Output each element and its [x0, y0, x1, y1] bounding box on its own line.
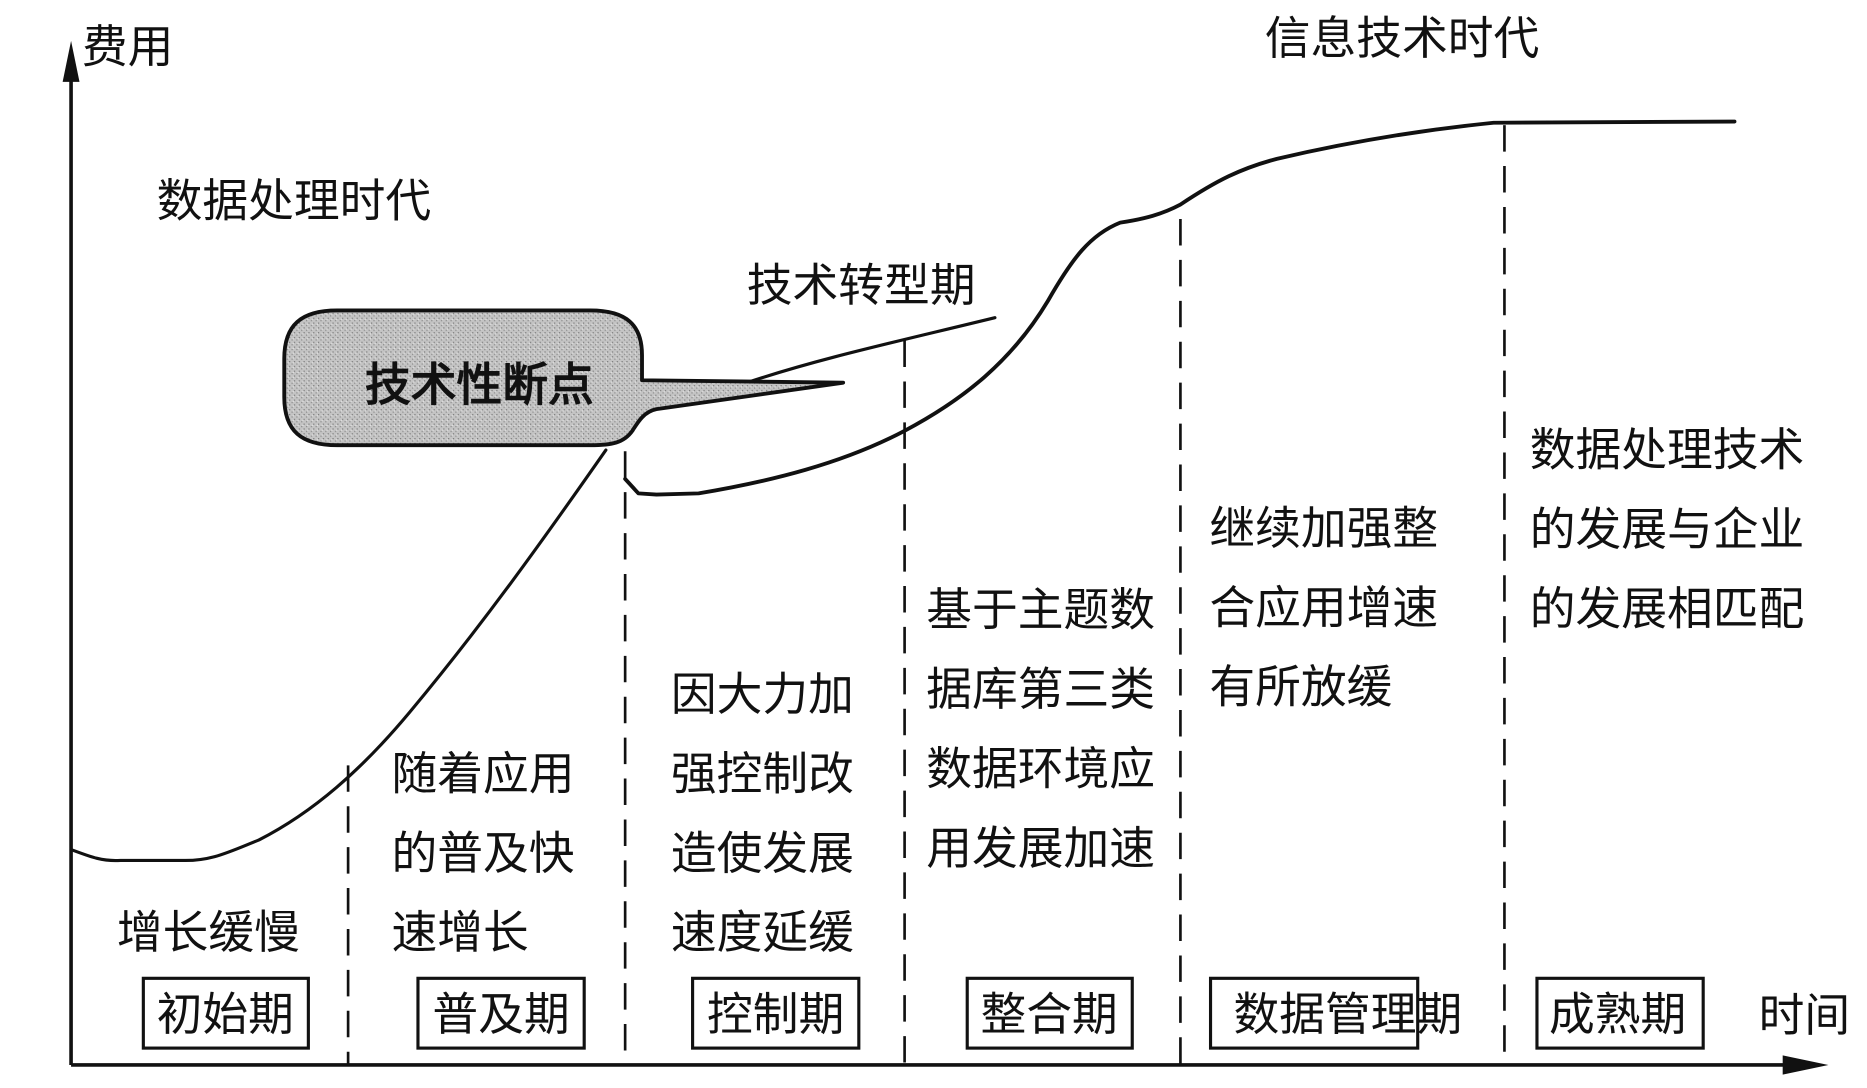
- phase-description-line: 基于主题数: [926, 584, 1155, 637]
- phase-description: 继续加强整合应用增速有所放缓: [1209, 502, 1438, 714]
- phase-name-boxes: 初始期 普及期 控制期 整合期 数据管理期 成熟期: [141, 976, 1705, 1050]
- phase-description: 因大力加强控制改造使发展速度延缓: [671, 668, 854, 959]
- phase-name: 初始期: [157, 988, 294, 1041]
- y-axis: [62, 40, 80, 1065]
- information-technology-cost-curve: [623, 119, 1737, 497]
- transition-upper-line: [745, 316, 997, 385]
- x-axis: [71, 1055, 1829, 1075]
- phase-description: 数据处理技术的发展与企业的发展相匹配: [1530, 424, 1805, 636]
- phase-box-initiation: 初始期: [141, 976, 310, 1050]
- x-axis-arrow-icon: [1782, 1055, 1829, 1075]
- era-label-information-technology: 信息技术时代: [1265, 12, 1540, 65]
- phase-description-line: 速度延缓: [671, 906, 854, 959]
- phase-description-line: 造使发展: [671, 827, 854, 880]
- phase-name: 数据管理期: [1233, 988, 1462, 1041]
- phase-description-line: 增长缓慢: [117, 906, 300, 959]
- phase-description-line: 用发展加速: [926, 822, 1155, 875]
- phase-description-line: 随着应用: [391, 747, 574, 800]
- phase-description-line: 继续加强整: [1209, 502, 1438, 555]
- phase-description-line: 据库第三类: [926, 663, 1155, 716]
- phase-box-control: 控制期: [691, 976, 861, 1050]
- phase-description: 增长缓慢: [117, 906, 300, 959]
- phase-description-line: 的普及快: [391, 827, 574, 880]
- phase-name: 成熟期: [1549, 988, 1686, 1041]
- phase-box-maturity: 成熟期: [1535, 976, 1705, 1050]
- phase-description-line: 数据环境应: [926, 743, 1155, 796]
- phase-box-data-administration: 数据管理期: [1208, 976, 1462, 1050]
- phase-dividers: [346, 125, 1506, 1065]
- phase-box-integration: 整合期: [965, 976, 1134, 1050]
- data-processing-cost-curve: [69, 448, 608, 863]
- phase-description-line: 有所放缓: [1209, 661, 1392, 714]
- phase-description-line: 合应用增速: [1209, 581, 1438, 634]
- phase-description-line: 因大力加: [671, 668, 854, 721]
- phase-description-line: 数据处理技术: [1530, 424, 1805, 477]
- phase-name: 普及期: [432, 988, 569, 1041]
- era-label-data-processing: 数据处理时代: [157, 175, 432, 228]
- technical-breakpoint-label: 技术性断点: [365, 359, 594, 412]
- y-axis-label: 费用: [82, 21, 174, 74]
- phase-box-contagion: 普及期: [416, 976, 586, 1050]
- phase-description-line: 的发展与企业: [1530, 503, 1805, 556]
- y-axis-arrow-icon: [62, 40, 80, 82]
- phase-name: 控制期: [707, 988, 844, 1041]
- technical-breakpoint-bubble: [282, 308, 846, 448]
- phase-name: 整合期: [980, 988, 1117, 1041]
- phase-description-line: 强控制改: [671, 747, 854, 800]
- technical-transition-label: 技术转型期: [747, 259, 976, 312]
- phase-description-line: 的发展相匹配: [1530, 583, 1805, 636]
- x-axis-label: 时间: [1759, 989, 1851, 1042]
- phase-descriptions: 增长缓慢 随着应用的普及快速增长 因大力加强控制改造使发展速度延缓 基于主题数据…: [117, 424, 1804, 960]
- phase-description: 基于主题数据库第三类数据环境应用发展加速: [926, 584, 1155, 875]
- phase-description: 随着应用的普及快速增长: [391, 747, 574, 959]
- phase-description-line: 速增长: [391, 906, 528, 959]
